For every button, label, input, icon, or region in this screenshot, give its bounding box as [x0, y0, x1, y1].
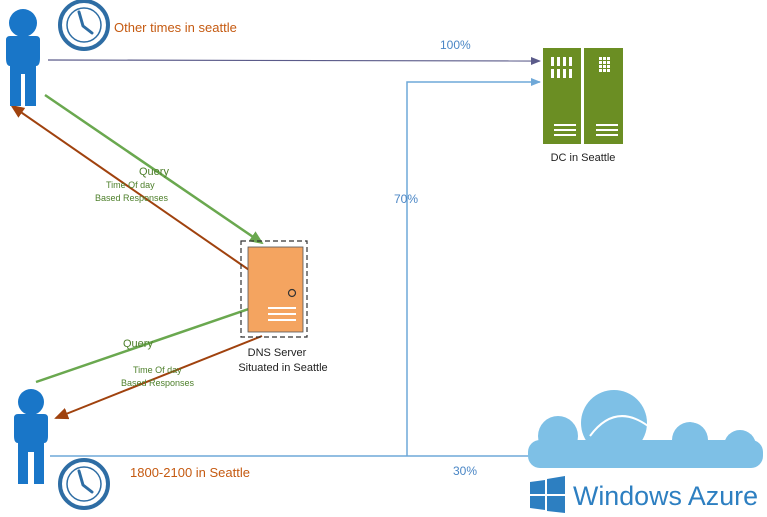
datacenter-icon — [543, 48, 623, 144]
datacenter-label: DC in Seattle — [551, 152, 616, 164]
dns-server-icon — [240, 240, 308, 338]
person-icon-top — [6, 9, 40, 106]
flow-top-to-dc — [47, 56, 541, 65]
percent-100-label: 100% — [440, 38, 471, 52]
windows-logo-icon — [530, 476, 565, 513]
dns-server-label-line2: Situated in Seattle — [238, 362, 327, 374]
query-arrow-bottom — [35, 301, 268, 384]
flow-split-connector — [406, 78, 541, 456]
cloud-icon — [528, 390, 763, 468]
percent-70-label: 70% — [394, 192, 418, 206]
azure-brand-text: Windows Azure — [573, 481, 758, 511]
response-label-bottom-line2: Based Responses — [121, 378, 195, 388]
response-arrow-bottom — [54, 335, 263, 420]
dns-server-label-line1: DNS Server — [248, 347, 307, 359]
response-label-bottom-line1: Time Of day — [133, 365, 182, 375]
clock-icon-bottom — [58, 458, 110, 510]
percent-30-label: 30% — [453, 464, 477, 478]
query-label-bottom: Query — [123, 338, 153, 350]
query-label-top: Query — [139, 166, 169, 178]
response-label-top-line2: Based Responses — [95, 193, 169, 203]
query-arrow-top — [44, 93, 264, 245]
person-icon-bottom — [14, 389, 48, 484]
top-user-label: Other times in seattle — [114, 20, 237, 35]
response-label-top-line1: Time Of day — [106, 180, 155, 190]
bottom-user-label: 1800-2100 in Seattle — [130, 465, 250, 480]
clock-icon-top — [58, 0, 110, 51]
response-arrow-top — [10, 104, 253, 273]
